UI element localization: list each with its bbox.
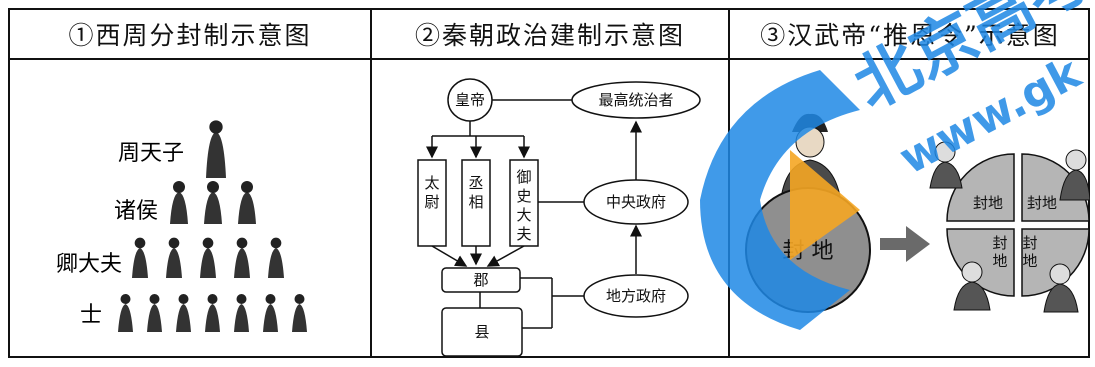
panel3-title: ③汉武帝“推恩令”示意图 — [760, 21, 1060, 50]
prince-figures — [929, 141, 1090, 313]
node-emperor-label: 皇帝 — [455, 91, 485, 109]
quadrant-label-4: 封地 — [1022, 234, 1037, 270]
official-figure — [292, 294, 307, 332]
official-figure — [118, 294, 133, 332]
node-taiwei-label: 太尉 — [424, 174, 439, 211]
official-figure — [234, 294, 249, 332]
official-figure — [205, 294, 220, 332]
quadrant-label-2: 封地 — [1027, 194, 1057, 212]
header-row: ①西周分封制示意图 ②秦朝政治建制示意图 ③汉武帝“推恩令”示意图 — [10, 10, 1088, 60]
transform-arrow — [880, 226, 930, 262]
fief-left-label: 封 地 — [783, 239, 834, 264]
level-label-king: 周天子 — [118, 141, 184, 166]
level-label-scholars: 士 — [80, 303, 102, 328]
node-yushi-label: 御史大夫 — [516, 168, 531, 243]
official-figure — [147, 294, 162, 332]
node-xian — [441, 307, 523, 357]
panel-han-wudi: 封 地 封地 封地 封地封地 — [730, 60, 1090, 358]
split-fief-pie — [946, 153, 1090, 297]
divider-1 — [370, 10, 372, 356]
panel-qin: 皇帝 最高统治者 中央政府 地方政府 郡 县 太尉丞相 御史大夫 — [372, 60, 728, 358]
official-figure — [268, 237, 284, 278]
quadrant-label-3: 封地 — [992, 234, 1007, 270]
node-xian-label: 县 — [474, 323, 489, 341]
node-local-label: 地方政府 — [606, 287, 666, 305]
official-figure — [238, 181, 256, 224]
diagram-frame: ①西周分封制示意图 ②秦朝政治建制示意图 ③汉武帝“推恩令”示意图 周天子 诸侯… — [8, 8, 1090, 358]
node-chengxiang-label: 丞相 — [468, 174, 483, 211]
level-label-ministers: 卿大夫 — [56, 252, 122, 277]
official-figure — [263, 294, 278, 332]
official-figure — [132, 237, 148, 278]
official-figure — [176, 294, 191, 332]
node-supreme-label: 最高统治者 — [598, 91, 673, 109]
panel1-title: ①西周分封制示意图 — [68, 21, 312, 50]
panel2-title: ②秦朝政治建制示意图 — [414, 21, 685, 50]
node-jun-label: 郡 — [473, 271, 488, 289]
official-figure — [204, 181, 222, 224]
official-figure — [234, 237, 250, 278]
official-figure — [166, 237, 182, 278]
node-yushi — [509, 159, 539, 247]
quadrant-label-1: 封地 — [973, 194, 1003, 212]
official-figure — [170, 181, 188, 224]
node-central-label: 中央政府 — [606, 193, 666, 211]
official-figure — [200, 237, 216, 278]
panel-western-zhou: 周天子 诸侯 卿大夫 士 — [10, 60, 370, 358]
node-taiwei — [417, 159, 447, 247]
node-jun — [441, 267, 521, 293]
official-figure — [206, 120, 226, 178]
level-label-lords: 诸侯 — [114, 199, 158, 224]
fief-pyramid: 周天子 诸侯 卿大夫 士 — [56, 120, 307, 332]
